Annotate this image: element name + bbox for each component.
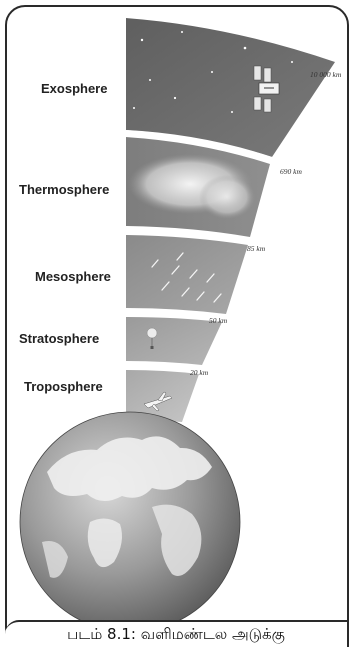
exosphere-band	[126, 18, 335, 157]
altitude-label-exosphere: 10 000 km	[310, 70, 342, 79]
altitude-label-mesosphere: 85 km	[247, 244, 266, 253]
altitude-label-troposphere: 20 km	[190, 368, 209, 377]
meteor-streaks	[151, 252, 222, 303]
altitude-label-thermosphere: 690 km	[280, 167, 302, 176]
airplane-icon	[143, 391, 173, 412]
layer-label-mesosphere: Mesosphere	[35, 269, 111, 284]
stratosphere-band	[126, 317, 222, 365]
layer-label-troposphere: Troposphere	[24, 379, 103, 394]
layer-label-thermosphere: Thermosphere	[19, 182, 110, 197]
mesosphere-band	[126, 235, 248, 314]
figure-frame: Exosphere Thermosphere Mesosphere Strato…	[5, 5, 349, 647]
layer-label-exosphere: Exosphere	[41, 81, 108, 96]
layer-label-stratosphere: Stratosphere	[19, 331, 100, 346]
weather-balloon-icon	[146, 327, 158, 349]
satellite-icon	[253, 65, 280, 113]
atmosphere-diagram	[19, 18, 335, 633]
earth-globe	[19, 411, 241, 633]
altitude-label-stratosphere: 50 km	[209, 316, 228, 325]
figure-caption: படம் 8.1: வளிமண்டல அடுக்கு	[5, 620, 349, 647]
